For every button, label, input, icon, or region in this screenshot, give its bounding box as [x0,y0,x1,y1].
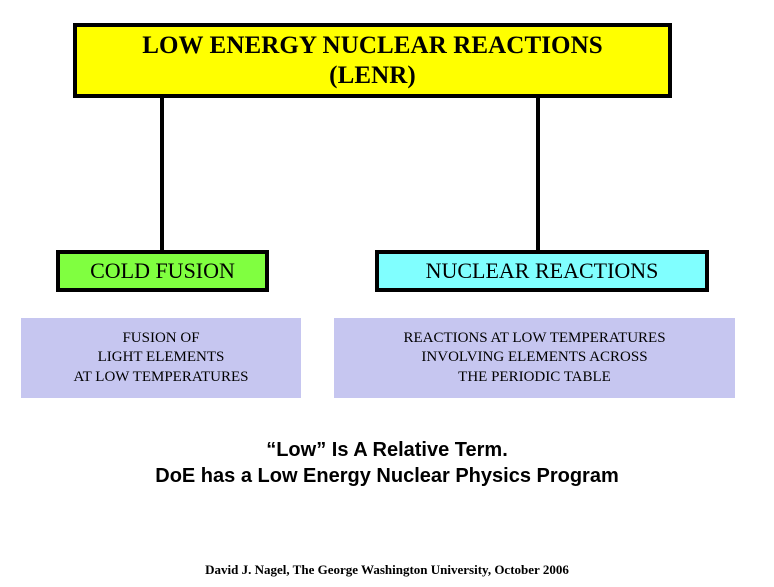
nuclear-reactions-box: NUCLEAR REACTIONS [375,250,709,292]
footer-credit: David J. Nagel, The George Washington Un… [205,562,569,577]
cold-fusion-box: COLD FUSION [56,250,269,292]
note-line-2: DoE has a Low Energy Nuclear Physics Pro… [155,465,619,488]
title-box: LOW ENERGY NUCLEAR REACTIONS (LENR) [73,23,672,98]
connector-line-nuclear-reactions [536,98,540,251]
note-block: “Low” Is A Relative Term. DoE has a Low … [0,437,774,490]
nuclear-reactions-desc-line-1: REACTIONS AT LOW TEMPERATURES [403,329,666,346]
nuclear-reactions-label: NUCLEAR REACTIONS [425,258,659,283]
cold-fusion-desc-line-1: FUSION OF [122,329,200,346]
title-line-2: (LENR) [329,61,416,89]
cold-fusion-description-box: FUSION OF LIGHT ELEMENTS AT LOW TEMPERAT… [21,318,301,398]
cold-fusion-desc-line-2: LIGHT ELEMENTS [97,349,225,366]
note-line-1: “Low” Is A Relative Term. [266,439,508,461]
nuclear-reactions-description-box: REACTIONS AT LOW TEMPERATURES INVOLVING … [334,318,735,398]
cold-fusion-label: COLD FUSION [90,258,235,283]
connector-line-cold-fusion [160,98,164,251]
title-line-1: LOW ENERGY NUCLEAR REACTIONS [142,32,603,59]
nuclear-reactions-desc-line-3: THE PERIODIC TABLE [458,368,611,385]
cold-fusion-desc-line-3: AT LOW TEMPERATURES [73,368,249,385]
nuclear-reactions-desc-line-2: INVOLVING ELEMENTS ACROSS [421,349,648,366]
